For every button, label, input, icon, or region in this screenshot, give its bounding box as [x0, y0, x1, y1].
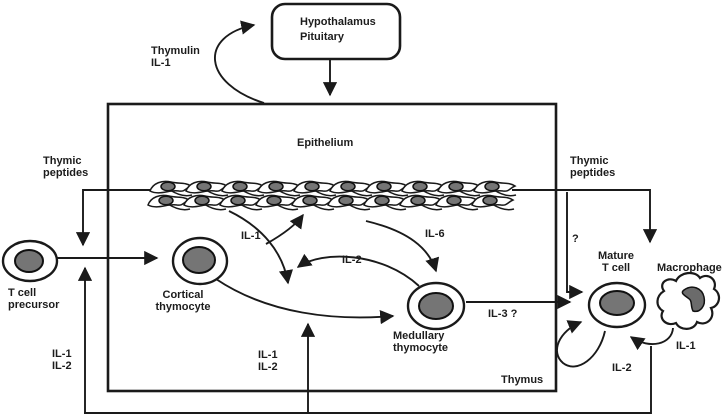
arrow-il2-medullary-to-cortical: [296, 253, 420, 287]
thymus-box: [106, 102, 558, 393]
il1-right-label: IL-1: [676, 340, 696, 352]
macrophage-label: Macrophage: [657, 262, 722, 274]
mature-t-cell-cell: [587, 281, 647, 329]
thymus-box-label: Thymus: [501, 374, 544, 386]
hypothalamus-pituitary-box: [270, 2, 402, 61]
arrow-epithelium-il6-to-medullary: [365, 220, 440, 273]
epithelium-label: Epithelium: [297, 137, 354, 149]
il2-medullary-label: IL-2: [342, 254, 362, 266]
arrow-cortical-to-medullary: [215, 278, 395, 325]
il6-label: IL-6: [425, 228, 445, 240]
medullary-thymocyte-cell: [406, 281, 466, 331]
il3-question-label: IL-3 ?: [488, 308, 518, 320]
question-mark-label: ?: [572, 233, 579, 245]
line-thymic-peptides-left: [75, 189, 152, 247]
line-thymic-peptides-right-to-macrophage: [512, 189, 658, 244]
cortical-thymocyte-cell: [171, 236, 229, 286]
t-cell-precursor-cell: [1, 239, 59, 283]
arrow-question-to-mature-t-cell: [566, 192, 584, 300]
il1-epithelium-label: IL-1: [241, 230, 261, 242]
epithelium-cell-layer: [147, 180, 517, 211]
line-bottom-feedback: [84, 346, 652, 414]
arrow-epithelium-il1-down: [228, 210, 293, 285]
il2-right-label: IL-2: [612, 362, 632, 374]
arrow-il1-macrophage-to-mature: [629, 327, 674, 351]
arrow-branch-up-to-epithelium: [265, 213, 304, 245]
arrow-thymulin-feedback-to-hypothalamus: [214, 20, 265, 104]
macrophage-cell: [656, 271, 721, 330]
arrow-il2-self-loop: [556, 320, 606, 368]
